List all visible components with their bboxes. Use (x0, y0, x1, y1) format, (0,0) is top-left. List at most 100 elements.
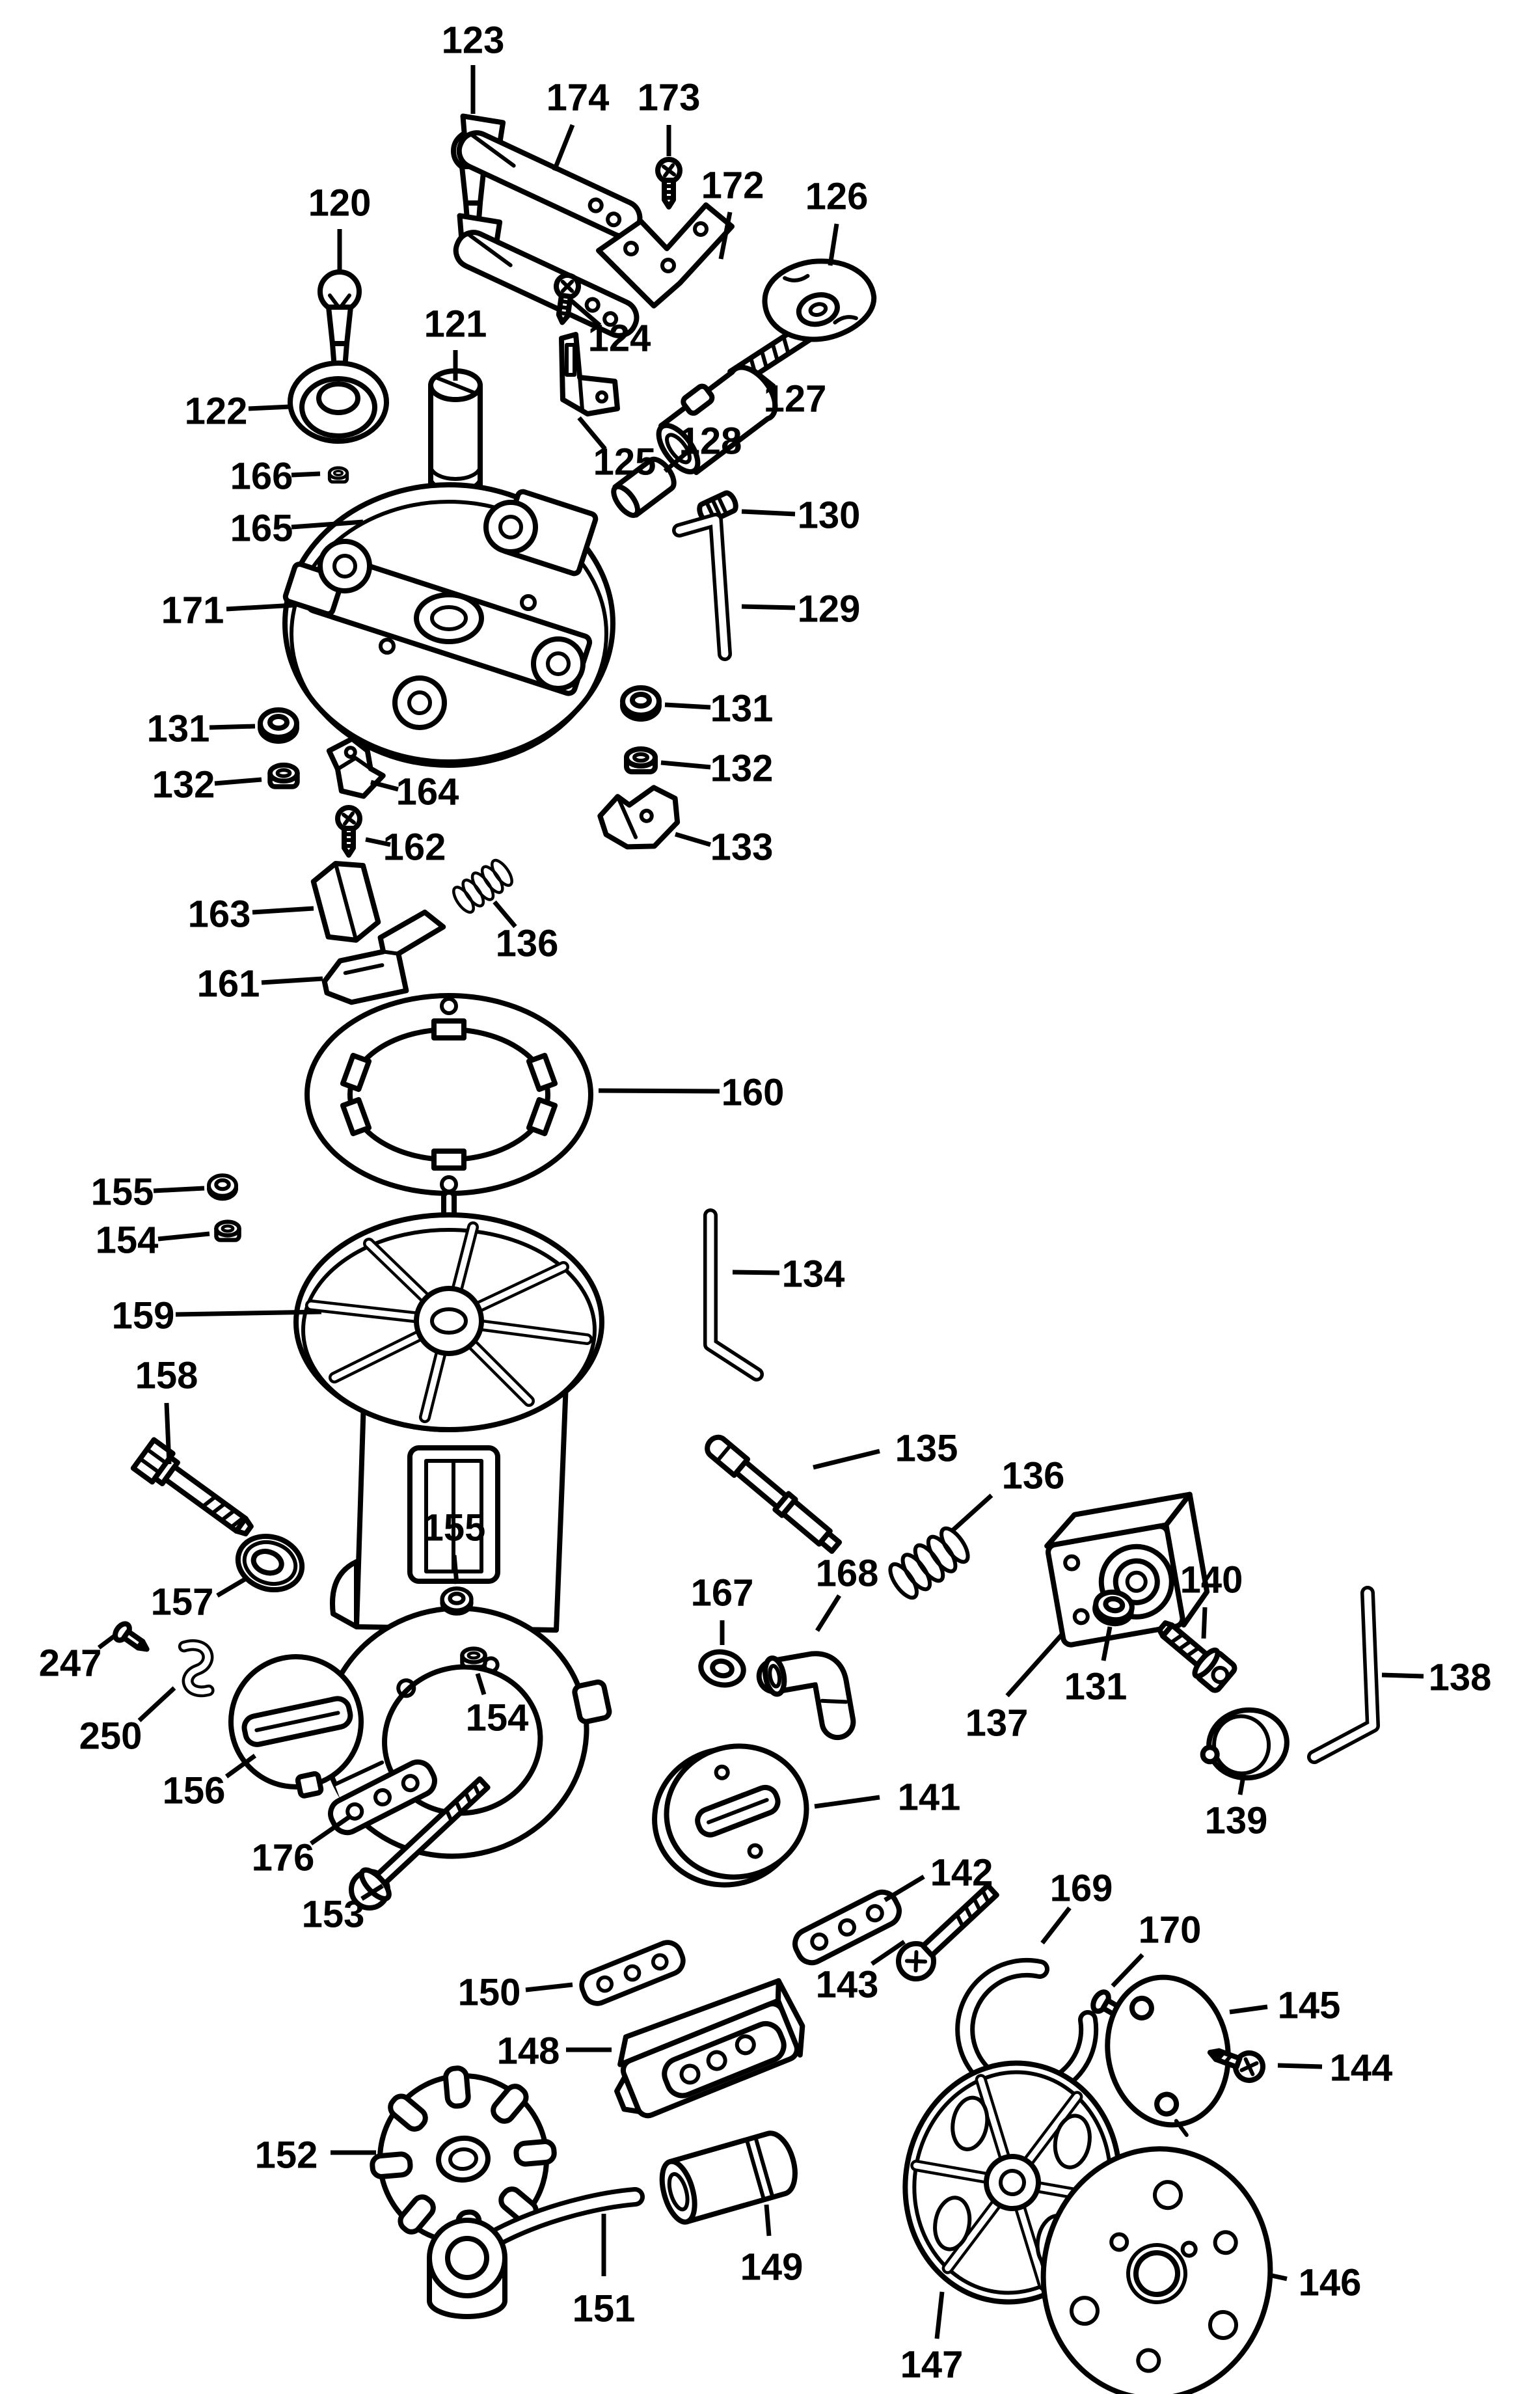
leader-line-154 (157, 1231, 210, 1242)
leader-line-149 (764, 2204, 772, 2237)
part-label-136: 136 (496, 923, 559, 965)
part-150-plate (578, 1938, 687, 2007)
part-140-socket-screw (1157, 1620, 1237, 1693)
part-174-bracket-lower (453, 213, 640, 338)
part-122-grommet (288, 360, 389, 444)
leader-line-133 (675, 832, 711, 847)
part-label-150: 150 (458, 1972, 521, 2014)
leader-line-125 (577, 416, 607, 451)
leader-line-169 (1040, 1906, 1072, 1945)
part-label-151: 151 (573, 2288, 636, 2330)
leader-line-153 (360, 1884, 384, 1901)
leader-line-136 (493, 900, 517, 929)
part-label-142: 142 (930, 1852, 993, 1894)
part-label-170: 170 (1139, 1909, 1202, 1952)
part-132-nut (270, 765, 297, 787)
part-143-screw (896, 1883, 999, 1981)
part-label-157: 157 (151, 1581, 214, 1624)
leader-line-128 (663, 447, 693, 473)
part-label-154: 154 (466, 1697, 529, 1739)
part-label-158: 158 (135, 1355, 198, 1397)
leader-line-137 (1005, 1633, 1064, 1698)
leader-line-138 (1381, 1672, 1424, 1679)
leader-line-139 (1237, 1772, 1247, 1795)
part-132-nut (627, 749, 655, 772)
leader-line-147 (934, 2291, 945, 2339)
part-label-127: 127 (764, 378, 827, 420)
part-145-cover-plate (1105, 1974, 1231, 2137)
part-label-141: 141 (898, 1776, 961, 1819)
part-128-cylinder-small (611, 456, 677, 518)
leader-line-250 (137, 1686, 176, 1722)
part-161-brush-holder (321, 909, 446, 1005)
part-label-159: 159 (112, 1295, 175, 1337)
leader-line-163 (252, 906, 314, 915)
part-label-131: 131 (710, 688, 774, 730)
part-159-motor-housing (293, 1212, 612, 1859)
part-155-washer (442, 1588, 472, 1613)
part-label-145: 145 (1278, 1985, 1341, 2027)
leader-line-171 (226, 603, 295, 612)
part-label-167: 167 (691, 1572, 754, 1614)
part-label-122: 122 (185, 390, 248, 433)
part-144-screw (1207, 2048, 1265, 2083)
leader-line-122 (248, 404, 291, 411)
leader-line-156 (224, 1754, 257, 1778)
leader-line-154 (475, 1672, 487, 1696)
leader-line-170 (1111, 1953, 1144, 1988)
part-131-washer (1093, 1589, 1134, 1626)
part-label-168: 168 (816, 1553, 879, 1595)
leader-line-129 (741, 604, 796, 610)
part-label-163: 163 (188, 893, 251, 936)
part-label-143: 143 (816, 1964, 879, 2006)
leader-line-132 (660, 760, 711, 770)
part-131-washer (260, 710, 297, 741)
part-151-lever (427, 2187, 645, 2319)
part-label-149: 149 (740, 2246, 804, 2289)
leader-line-165 (291, 519, 364, 530)
leader-line-158 (164, 1402, 172, 1465)
part-label-120: 120 (308, 182, 371, 224)
part-146-sub-base (1040, 2146, 1273, 2394)
part-163-brush-block (310, 860, 381, 943)
part-label-169: 169 (1050, 1868, 1113, 1910)
leader-line-155 (153, 1186, 205, 1193)
part-label-153: 153 (302, 1894, 365, 1936)
part-label-126: 126 (805, 176, 869, 218)
part-121-tube (428, 368, 483, 510)
part-129-hex-key (672, 513, 732, 661)
part-label-173: 173 (638, 77, 701, 119)
part-label-139: 139 (1205, 1800, 1268, 1842)
part-label-164: 164 (396, 771, 459, 813)
part-label-131: 131 (147, 708, 210, 750)
part-137-motor-mount (1044, 1491, 1210, 1648)
part-173-screw (658, 159, 680, 207)
part-label-144: 144 (1330, 2047, 1393, 2089)
part-157-washer (235, 1533, 305, 1593)
part-label-123: 123 (442, 20, 505, 62)
part-label-134: 134 (782, 1253, 845, 1296)
part-label-135: 135 (895, 1428, 958, 1470)
part-126-wing-knob (727, 258, 877, 388)
part-label-140: 140 (1180, 1559, 1243, 1601)
part-131-washer (623, 688, 659, 719)
part-label-129: 129 (798, 588, 861, 631)
part-134-hex-key (703, 1208, 764, 1381)
part-label-247: 247 (39, 1642, 102, 1685)
leader-line-168 (815, 1594, 841, 1632)
part-250-clip (178, 1639, 215, 1698)
leader-line-150 (525, 1982, 573, 1993)
leader-line-143 (871, 1940, 906, 1966)
leader-line-157 (216, 1576, 247, 1598)
part-172-bracket (596, 202, 735, 308)
part-171-base-top (282, 482, 615, 768)
part-label-152: 152 (255, 2134, 318, 2177)
leader-line-140 (1201, 1607, 1208, 1639)
leader-line-172 (718, 211, 733, 260)
part-label-155: 155 (91, 1171, 154, 1214)
part-136-spring (450, 856, 516, 916)
part-label-128: 128 (679, 420, 742, 463)
part-label-161: 161 (197, 963, 260, 1005)
